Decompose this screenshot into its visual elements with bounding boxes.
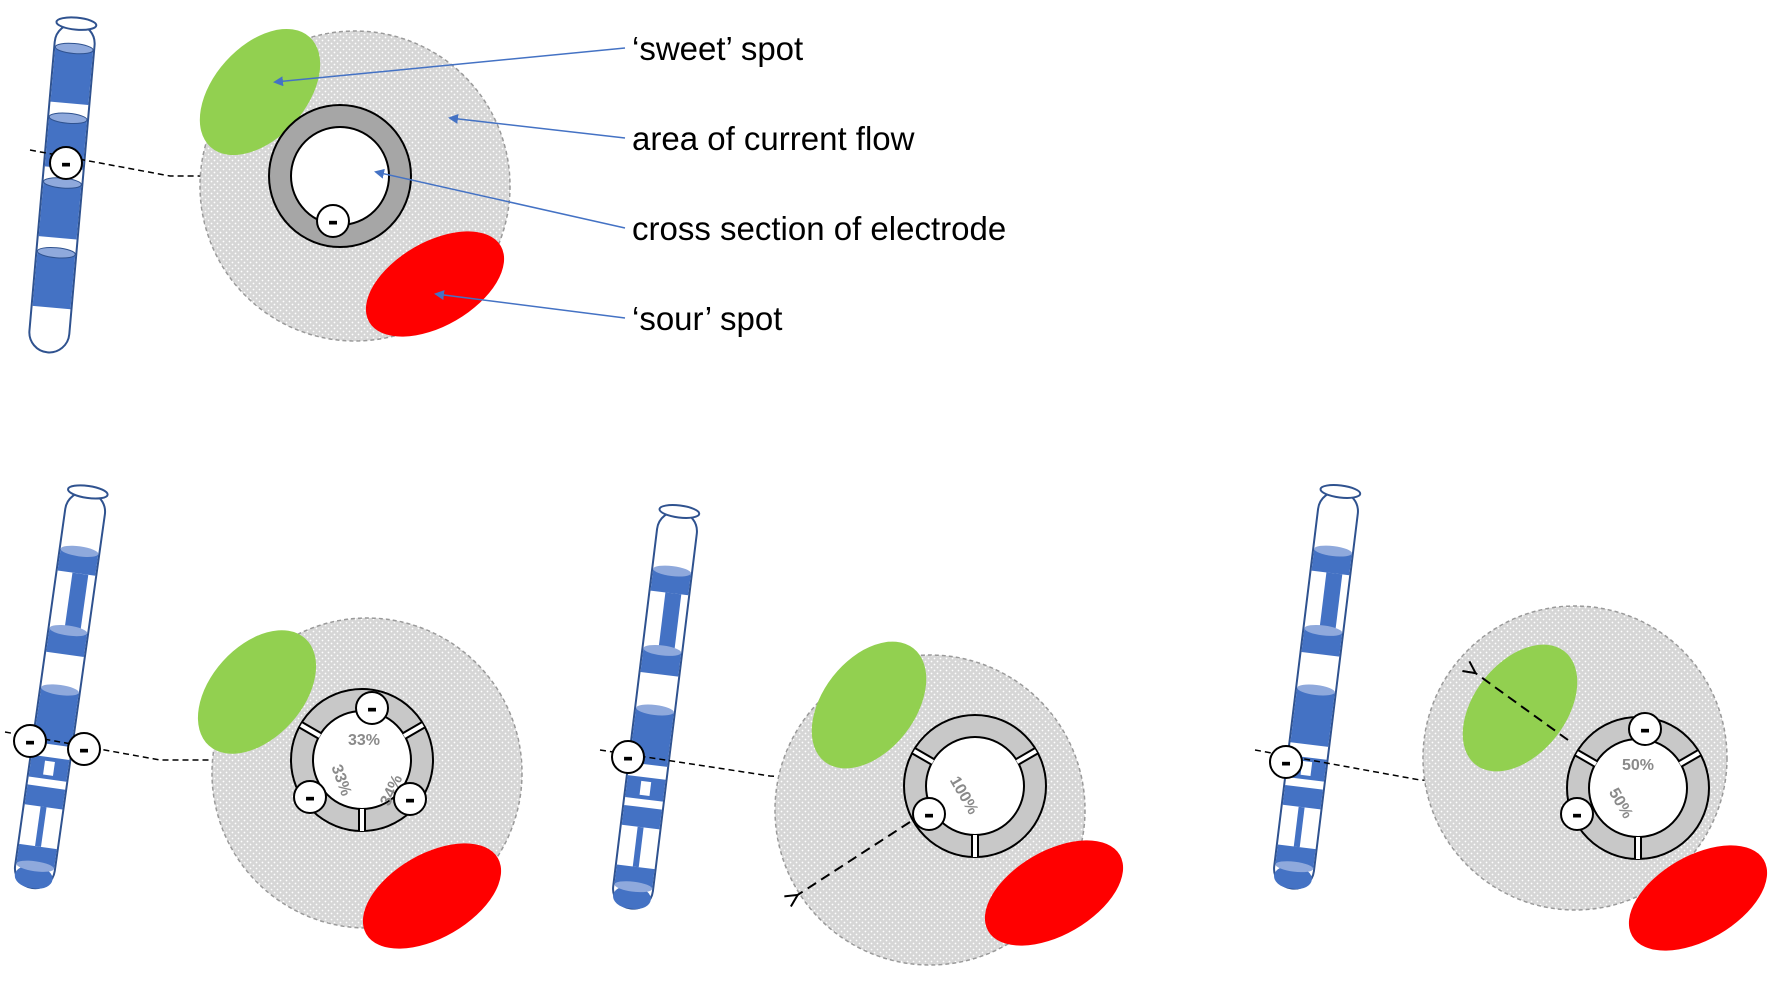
pointer-line-current-flow	[448, 113, 626, 139]
svg-text:-: -	[405, 785, 416, 815]
cathode-marker: -	[355, 691, 389, 725]
sweet-spot	[199, 28, 321, 156]
electrode-directional-lead	[11, 482, 110, 892]
sweet-spot	[1462, 644, 1578, 772]
steering-arrow	[1474, 672, 1569, 741]
panel-single-segment-steered: 100%	[599, 502, 1124, 966]
cathode-marker: -	[13, 724, 47, 758]
svg-text:-: -	[1640, 715, 1651, 745]
sour-spot	[984, 840, 1124, 946]
sour-spot	[365, 231, 505, 337]
svg-text:-: -	[61, 149, 72, 179]
svg-text:-: -	[328, 207, 339, 237]
svg-text:-: -	[305, 783, 316, 813]
contact-markers: - - - - - - - -	[13, 146, 1662, 831]
sour-spot	[362, 843, 502, 949]
label-sweet-spot: ‘sweet’ spot	[632, 30, 803, 67]
label-current-flow: area of current flow	[632, 120, 915, 157]
steering-arrow	[796, 821, 911, 896]
percent-label-top: 33%	[348, 732, 380, 749]
electrode-directional-lead	[609, 502, 701, 912]
cathode-marker: -	[393, 782, 427, 816]
sweet-spot	[197, 630, 317, 754]
cathode-marker: -	[49, 146, 83, 180]
label-sour-spot: ‘sour’ spot	[632, 300, 782, 337]
svg-text:-: -	[1572, 800, 1583, 830]
svg-text:-: -	[924, 800, 935, 830]
pointer-line-sour	[434, 290, 626, 319]
cathode-marker: -	[1269, 745, 1303, 779]
svg-text:-: -	[367, 694, 378, 724]
panel-two-segment-steered: 50% 50%	[1254, 482, 1768, 951]
cathode-marker: -	[912, 797, 946, 831]
svg-text:-: -	[1281, 748, 1292, 778]
cathode-marker: -	[1560, 797, 1594, 831]
cathode-marker: -	[1628, 712, 1662, 746]
panel-omnidirectional: ‘sweet’ spot area of current flow cross …	[26, 14, 1006, 356]
pointer-line-sweet	[273, 47, 626, 87]
svg-text:-: -	[79, 735, 90, 765]
svg-text:-: -	[623, 743, 634, 773]
cathode-marker: -	[611, 740, 645, 774]
percent-label-top: 50%	[1622, 757, 1654, 774]
cathode-marker: -	[316, 204, 350, 238]
panel-three-segment-equal: 33% 33% 34%	[4, 482, 523, 949]
cathode-marker: -	[67, 732, 101, 766]
electrode-directional-lead	[1270, 482, 1362, 892]
sour-spot	[1628, 845, 1768, 951]
segmented-electrode-section	[903, 714, 1047, 858]
cathode-marker: -	[293, 780, 327, 814]
label-electrode-section: cross section of electrode	[632, 210, 1006, 247]
electrode-ring-lead	[26, 14, 98, 356]
svg-text:-: -	[25, 727, 36, 757]
pointer-line-electrode	[374, 168, 626, 229]
sweet-spot	[811, 641, 927, 769]
